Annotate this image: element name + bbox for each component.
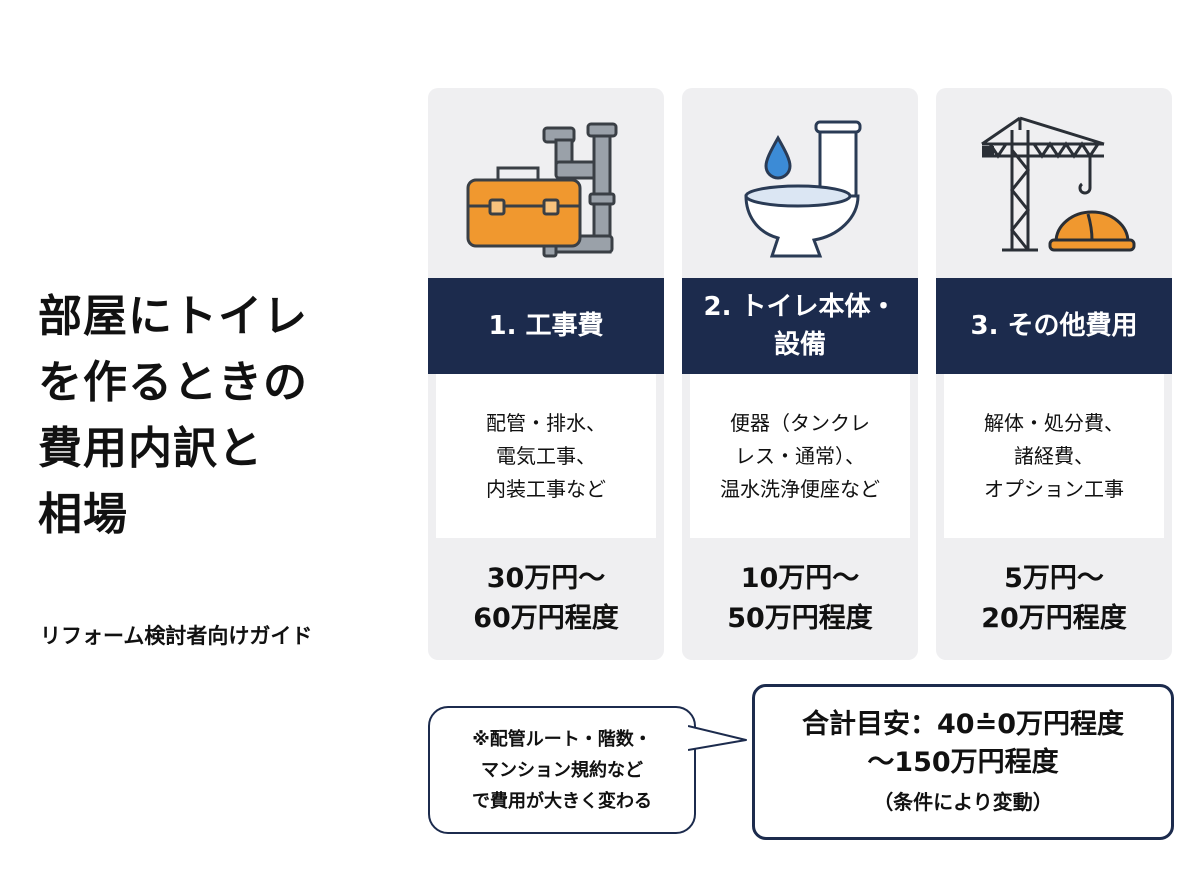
toilet-water-drop-icon [744, 120, 862, 258]
card-header: 1. 工事費 [428, 278, 664, 374]
note-bubble: ※配管ルート・階数・ マンション規約など で費用が大きく変わる [428, 706, 696, 834]
total-estimate-box: 合計目安：40≐0万円程度 〜150万円程度 （条件により変動） [752, 684, 1174, 840]
card-header: 3. その他費用 [936, 278, 1172, 374]
card-price: 30万円〜 60万円程度 [473, 563, 619, 634]
card-price: 5万円〜 20万円程度 [981, 563, 1127, 634]
total-line-3: （条件により変動） [873, 790, 1053, 814]
card-description: 便器（タンクレ レス・通常）、 温水洗浄便座など [690, 374, 910, 538]
card-description: 配管・排水、 電気工事、 内装工事など [436, 374, 656, 538]
card-header: 2. トイレ本体・ 設備 [682, 278, 918, 374]
cost-card-construction: 1. 工事費 配管・排水、 電気工事、 内装工事など 30万円〜 60万円程度 [428, 88, 664, 660]
total-line-2: 〜150万円程度 [867, 747, 1059, 778]
total-line-1: 合計目安：40≐0万円程度 [802, 709, 1124, 740]
page-subtitle: リフォーム検討者向けガイド [40, 624, 313, 648]
card-description: 解体・処分費、 諸経費、 オプション工事 [944, 374, 1164, 538]
cost-card-toilet-unit: 2. トイレ本体・ 設備 便器（タンクレ レス・通常）、 温水洗浄便座など 10… [682, 88, 918, 660]
crane-helmet-icon [981, 116, 1136, 252]
page-title: 部屋にトイレ を作るときの 費用内訳と 相場 [38, 291, 308, 540]
toolbox-pipe-icon [466, 122, 618, 258]
cost-card-other: 3. その他費用 解体・処分費、 諸経費、 オプション工事 5万円〜 20万円程… [936, 88, 1172, 660]
card-price: 10万円〜 50万円程度 [727, 563, 873, 634]
bubble-tail [688, 725, 747, 751]
